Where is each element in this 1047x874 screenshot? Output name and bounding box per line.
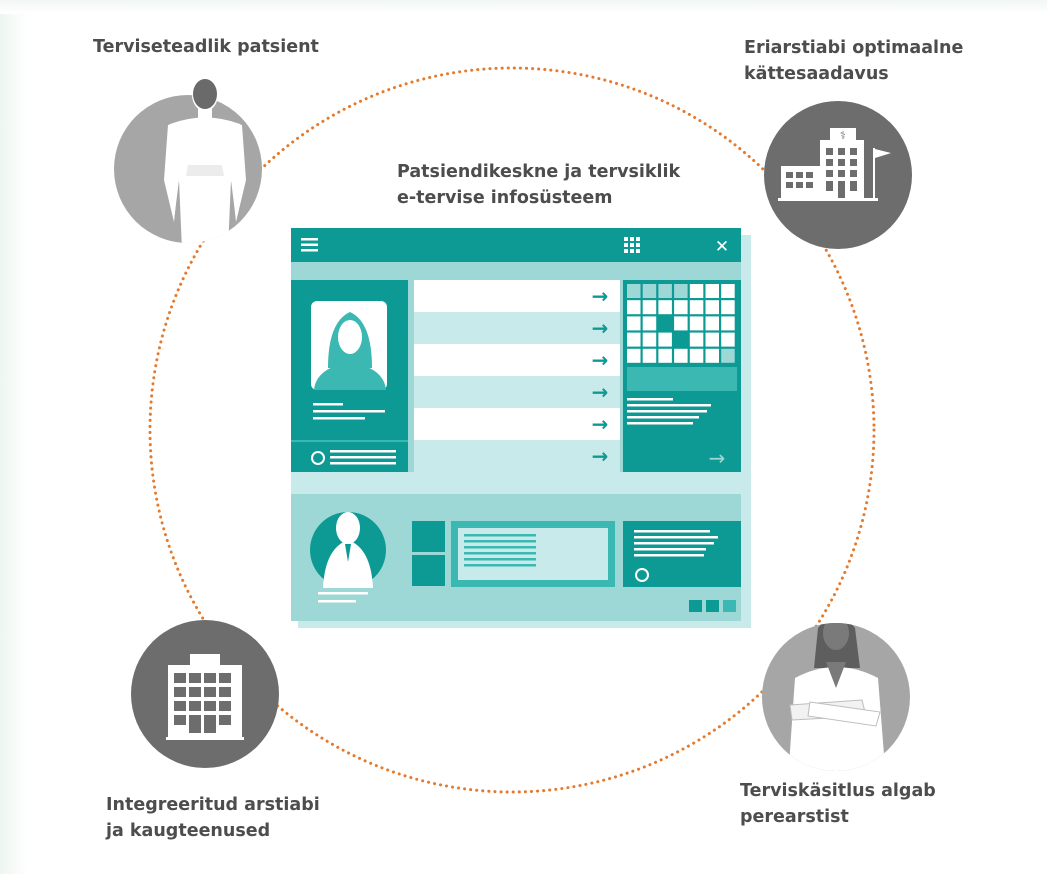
specialist-caption: Eriarstiabi optimaalne kättesaadavus xyxy=(744,35,963,87)
calendar-cell[interactable] xyxy=(674,316,688,331)
caption-line: e-tervise infosüsteem xyxy=(397,188,613,208)
calendar-panel: → xyxy=(623,280,741,472)
calendar-cell[interactable] xyxy=(674,348,688,363)
close-icon[interactable]: ✕ xyxy=(715,237,729,257)
row-arrow-icon: → xyxy=(592,316,609,340)
grid-icon[interactable] xyxy=(624,237,640,253)
calendar-cell[interactable] xyxy=(674,300,688,315)
list-row[interactable] xyxy=(414,280,620,312)
row-arrow-icon: → xyxy=(592,444,609,468)
calendar-cell[interactable] xyxy=(689,284,704,298)
patient-profile-card xyxy=(291,280,408,472)
calendar-cell[interactable] xyxy=(642,300,657,315)
calendar-cell[interactable] xyxy=(642,316,657,331)
system-caption: Patsiendikeskne ja tervsiklik e-tervise … xyxy=(397,159,680,211)
row-arrow-icon: → xyxy=(592,348,609,372)
background-tint-top xyxy=(0,0,1047,14)
record-list: → → → → → → xyxy=(414,280,620,472)
calendar-cell[interactable] xyxy=(642,284,657,298)
person-icon xyxy=(114,79,262,243)
calendar-cell[interactable] xyxy=(705,300,720,315)
info-card xyxy=(623,521,741,587)
caption-line: kättesaadavus xyxy=(744,64,889,84)
caption-line: Patsiendikeskne ja tervsiklik xyxy=(397,162,681,182)
dotted-ring xyxy=(148,66,876,794)
caption-line: perearstist xyxy=(740,807,849,827)
calendar-cell[interactable] xyxy=(642,348,657,363)
panel-arrow-icon[interactable]: → xyxy=(709,446,726,470)
calendar-cell[interactable] xyxy=(658,316,672,331)
family-doctor-caption: Terviskäsitlus algab perearstist xyxy=(740,778,936,830)
calendar-cell[interactable] xyxy=(674,284,688,298)
list-row[interactable] xyxy=(414,408,620,440)
svg-text:⚕: ⚕ xyxy=(840,129,846,142)
calendar-cell[interactable] xyxy=(674,332,688,347)
calendar-cell[interactable] xyxy=(658,284,672,298)
row-arrow-icon: → xyxy=(592,380,609,404)
calendar-cell[interactable] xyxy=(721,332,735,347)
list-row[interactable] xyxy=(414,344,620,376)
small-tile[interactable] xyxy=(412,521,445,552)
caption-line: ja kaugteenused xyxy=(106,821,271,841)
calendar-cell[interactable] xyxy=(627,348,641,363)
calendar-cell[interactable] xyxy=(627,284,641,298)
text-card xyxy=(451,521,615,587)
caption-line: Eriarstiabi optimaalne xyxy=(744,38,964,58)
calendar-cell[interactable] xyxy=(721,300,735,315)
list-row[interactable] xyxy=(414,376,620,408)
doctor-icon xyxy=(762,623,910,771)
calendar-cell[interactable] xyxy=(721,284,735,298)
calendar-cell[interactable] xyxy=(721,316,735,331)
calendar-cell[interactable] xyxy=(627,316,641,331)
ehealth-app-window: ✕ → → xyxy=(291,228,751,628)
calendar-cell[interactable] xyxy=(689,316,704,331)
background-tint xyxy=(0,0,28,874)
calendar-cell[interactable] xyxy=(689,348,704,363)
calendar-cell[interactable] xyxy=(627,300,641,315)
calendar-cell[interactable] xyxy=(658,348,672,363)
calendar-cell[interactable] xyxy=(705,316,720,331)
calendar-cell[interactable] xyxy=(689,300,704,315)
pagination-dots[interactable] xyxy=(689,600,736,612)
caption-line: Terviskäsitlus algab xyxy=(740,781,936,801)
app-title-bar xyxy=(291,228,741,262)
small-tile[interactable] xyxy=(412,555,445,586)
calendar-cell[interactable] xyxy=(705,332,720,347)
hamburger-menu-icon[interactable] xyxy=(301,238,318,252)
caption-line: Terviseteadlik patsient xyxy=(93,37,319,57)
calendar-cell[interactable] xyxy=(642,332,657,347)
calendar-cell[interactable] xyxy=(689,332,704,347)
calendar-grid[interactable] xyxy=(627,284,735,363)
doctor-avatar xyxy=(310,512,386,603)
calendar-cell[interactable] xyxy=(627,332,641,347)
integrated-caption: Integreeritud arstiabi ja kaugteenused xyxy=(106,792,320,844)
clinic-building-icon xyxy=(131,620,279,768)
hospital-icon: ⚕ xyxy=(764,101,912,249)
row-arrow-icon: → xyxy=(592,412,609,436)
patient-caption: Terviseteadlik patsient xyxy=(93,34,319,60)
calendar-cell[interactable] xyxy=(721,348,735,363)
caption-line: Integreeritud arstiabi xyxy=(106,795,320,815)
list-row[interactable] xyxy=(414,312,620,344)
calendar-cell[interactable] xyxy=(705,348,720,363)
calendar-cell[interactable] xyxy=(658,332,672,347)
row-arrow-icon: → xyxy=(592,284,609,308)
calendar-cell[interactable] xyxy=(658,300,672,315)
list-row[interactable] xyxy=(414,440,620,472)
calendar-cell[interactable] xyxy=(705,284,720,298)
